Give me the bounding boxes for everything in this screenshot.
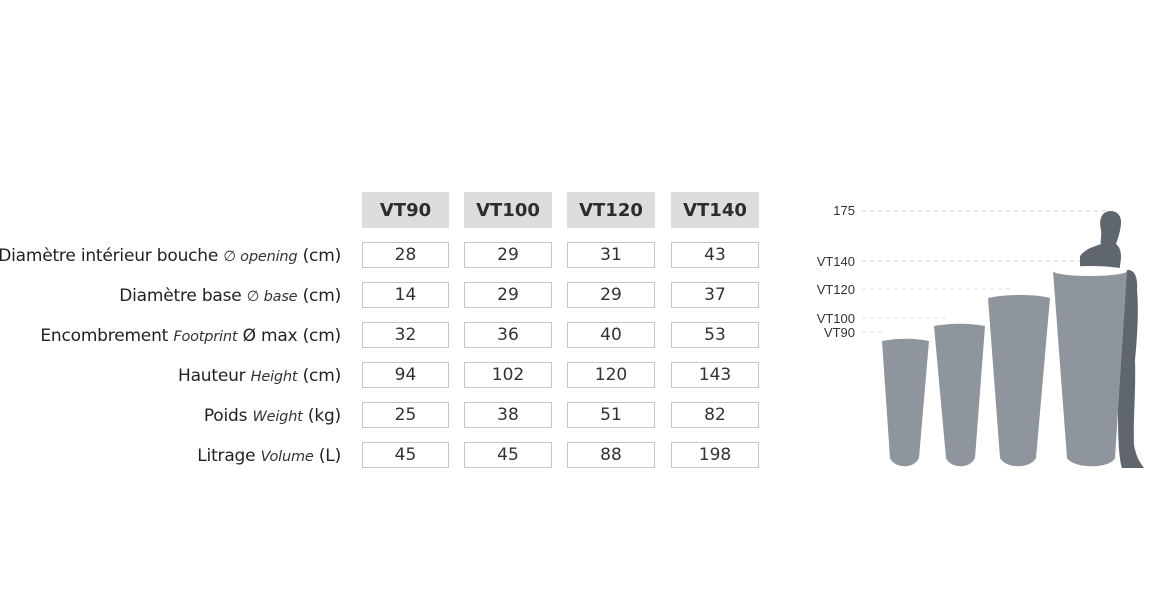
table-cell: 36 <box>464 322 552 348</box>
row-label-height: Hauteur Height (cm) <box>178 366 341 386</box>
row-label-volume: Litrage Volume (L) <box>197 446 341 466</box>
table-cell: 45 <box>464 442 552 468</box>
table-cell: 198 <box>671 442 759 468</box>
table-cell: 51 <box>567 402 655 428</box>
label-en: Volume <box>260 449 314 465</box>
pot-vt100 <box>934 323 985 467</box>
table-cell: 45 <box>362 442 449 468</box>
pot-label-vt140: VT140 <box>817 254 855 269</box>
table-cell: 53 <box>671 322 759 348</box>
label-unit: (cm) <box>302 286 342 306</box>
pot-vt140-opening <box>1053 266 1127 276</box>
pot-vt90 <box>882 338 929 467</box>
label-unit: (kg) <box>307 406 341 426</box>
guide-lines <box>862 210 1110 333</box>
table-cell: 143 <box>671 362 759 388</box>
label-en: Weight <box>252 409 303 425</box>
reference-height-label: 175 <box>833 203 855 218</box>
label-fr: Poids <box>203 406 248 426</box>
label-en: ∅ opening <box>223 249 298 265</box>
pot-vt140 <box>1053 267 1127 467</box>
table-cell: 25 <box>362 402 449 428</box>
table-cell: 29 <box>464 282 552 308</box>
table-cell: 88 <box>567 442 655 468</box>
column-header: VT140 <box>671 192 759 228</box>
table-cell: 102 <box>464 362 552 388</box>
table-cell: 120 <box>567 362 655 388</box>
label-unit: Ø max (cm) <box>242 326 342 346</box>
label-unit: (cm) <box>302 246 342 266</box>
label-en: Height <box>250 369 298 385</box>
row-label-opening: Diamètre intérieur bouche ∅ opening (cm) <box>0 246 341 266</box>
row-label-base: Diamètre base ∅ base (cm) <box>119 286 341 306</box>
column-header: VT100 <box>464 192 552 228</box>
table-cell: 14 <box>362 282 449 308</box>
table-cell: 40 <box>567 322 655 348</box>
pot-label-vt120: VT120 <box>817 282 855 297</box>
label-fr: Diamètre base <box>119 286 242 306</box>
table-cell: 43 <box>671 242 759 268</box>
pot-vt120 <box>988 295 1050 467</box>
table-cell: 29 <box>464 242 552 268</box>
table-cell: 31 <box>567 242 655 268</box>
size-comparison-figure: 175 VT140 VT120 VT100 VT90 <box>817 203 1144 468</box>
label-unit: (cm) <box>302 366 342 386</box>
column-header: VT90 <box>362 192 449 228</box>
row-label-footprint: Encombrement Footprint Ø max (cm) <box>40 326 341 346</box>
label-en: ∅ base <box>246 289 298 305</box>
label-en: Footprint <box>173 329 238 345</box>
table-cell: 28 <box>362 242 449 268</box>
label-fr: Hauteur <box>177 366 246 386</box>
table-cell: 32 <box>362 322 449 348</box>
table-cell: 94 <box>362 362 449 388</box>
label-fr: Litrage <box>197 446 256 466</box>
row-label-weight: Poids Weight (kg) <box>204 406 341 426</box>
label-unit: (L) <box>318 446 341 466</box>
label-fr: Encombrement <box>40 326 169 346</box>
table-cell: 37 <box>671 282 759 308</box>
table-cell: 82 <box>671 402 759 428</box>
pot-label-vt90: VT90 <box>824 325 855 340</box>
person-silhouette <box>1080 211 1144 468</box>
label-fr: Diamètre intérieur bouche <box>0 246 219 266</box>
table-cell: 38 <box>464 402 552 428</box>
column-header: VT120 <box>567 192 655 228</box>
pot-label-vt100: VT100 <box>817 311 855 326</box>
table-cell: 29 <box>567 282 655 308</box>
